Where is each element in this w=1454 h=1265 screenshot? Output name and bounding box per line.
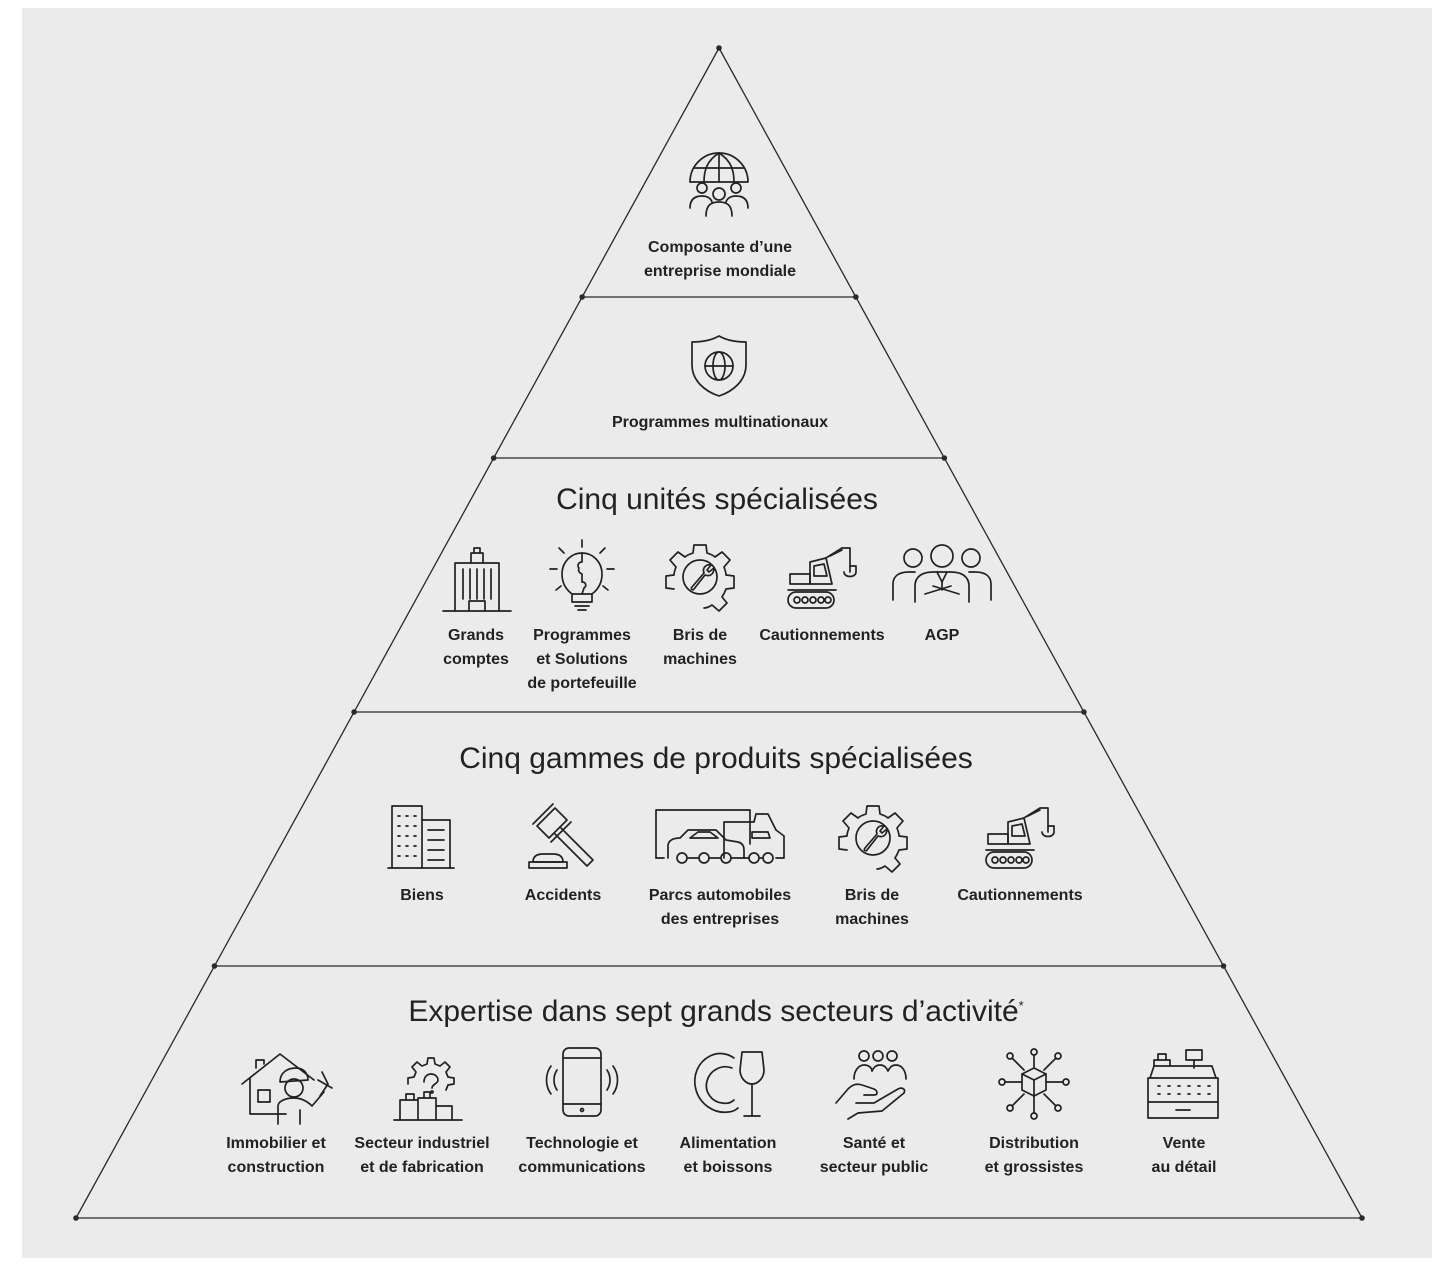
tier5-title-footnote-mark: * <box>1018 998 1024 1013</box>
excavator-icon <box>786 544 858 612</box>
node-dot <box>1359 1215 1365 1221</box>
agent-group-icon <box>891 542 993 604</box>
shield-globe-icon <box>686 333 752 399</box>
product-label-parcs-automobiles: Parcs automobiles des entreprises <box>648 887 792 928</box>
tier5-title: Expertise dans sept grands secteurs d’ac… <box>366 988 1066 1030</box>
node-dot <box>211 963 218 969</box>
fleet-vehicles-icon <box>652 808 786 866</box>
product-label-biens: Biens <box>400 887 444 904</box>
node-dot <box>853 294 859 300</box>
gavel-icon <box>527 803 599 872</box>
gear-wrench-icon <box>838 804 908 873</box>
tier3-title: Cinq unités spécialisées <box>556 483 878 516</box>
sector-label-technologie: Technologie et communications <box>518 1135 646 1176</box>
product-label-cautionnements: Cautionnements <box>957 887 1083 904</box>
buildings-icon <box>386 802 456 872</box>
plate-glass-icon <box>690 1048 766 1120</box>
network-box-icon <box>998 1048 1070 1120</box>
node-dot <box>1081 709 1087 715</box>
product-label-bris-de-machines: Bris de machines <box>835 887 909 928</box>
node-dot <box>579 294 585 300</box>
globe-people-icon <box>684 150 754 220</box>
product-label-accidents: Accidents <box>524 887 602 904</box>
pyramid-right-edge <box>718 47 1363 1219</box>
unit-label-grands-comptes: Grands comptes <box>443 627 509 668</box>
unit-label-bris-de-machines: Bris de machines <box>663 627 737 668</box>
lightbulb-puzzle-icon <box>546 538 618 614</box>
tier2-label: Programmes multinationaux <box>611 414 829 431</box>
excavator-icon <box>984 804 1056 872</box>
pyramid-left-edge <box>75 47 720 1219</box>
sector-label-immobilier: Immobilier et construction <box>226 1135 326 1176</box>
node-dot <box>1220 963 1227 969</box>
node-dot <box>716 45 722 51</box>
sector-label-vente: Vente au détail <box>1151 1135 1217 1176</box>
office-building-icon <box>441 545 513 615</box>
house-worker-icon <box>240 1050 336 1125</box>
cash-register-icon <box>1146 1048 1220 1120</box>
unit-label-cautionnements: Cautionnements <box>759 627 885 644</box>
tier1-label: Composante d’une entreprise mondiale <box>643 239 797 280</box>
smartphone-icon <box>541 1046 623 1118</box>
node-dot <box>73 1215 79 1221</box>
unit-label-agp: AGP <box>924 627 960 644</box>
hand-people-icon <box>834 1049 916 1120</box>
node-dot <box>941 455 948 461</box>
tier5-title-text: Expertise dans sept grands secteurs d’ac… <box>408 995 1019 1028</box>
gear-wrench-icon <box>665 543 735 612</box>
sector-label-sante: Santé et secteur public <box>819 1135 929 1176</box>
unit-label-programmes-solutions: Programmes et Solutions de portefeuille <box>527 627 637 692</box>
sector-label-alimentation: Alimentation et boissons <box>679 1135 777 1176</box>
sector-label-industriel: Secteur industriel et de fabrication <box>354 1135 490 1176</box>
node-dot <box>351 709 357 715</box>
factory-gear-icon <box>392 1050 466 1124</box>
sector-label-distribution: Distribution et grossistes <box>984 1135 1084 1176</box>
tier4-title: Cinq gammes de produits spécialisées <box>459 742 973 775</box>
node-dot <box>490 455 497 461</box>
